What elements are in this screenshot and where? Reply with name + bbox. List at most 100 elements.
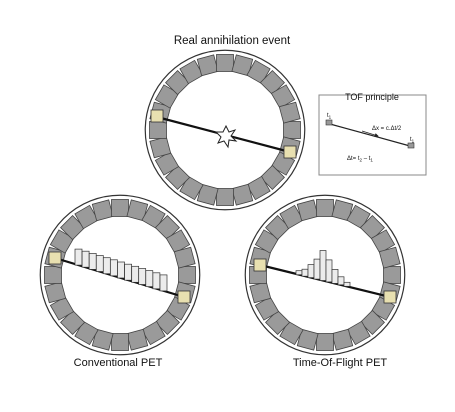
detector-block-icon (149, 136, 172, 159)
detector-block-icon (370, 229, 396, 254)
histogram-bar (74, 248, 83, 266)
detector-block-icon (149, 121, 167, 139)
detector-block-icon (44, 281, 67, 304)
detector-block-icon (126, 328, 149, 351)
detector-block-icon (111, 199, 129, 217)
detector-block-icon (154, 309, 180, 335)
detector-block-icon (179, 59, 204, 85)
detector-block-icon (378, 246, 401, 269)
detector-block-icon (165, 164, 191, 190)
detector-block-icon (91, 328, 114, 351)
histogram-bar (313, 258, 321, 280)
detector-block-icon (331, 328, 354, 351)
detector-block-icon (165, 229, 191, 254)
histogram-bar (138, 268, 147, 285)
conventional-histogram (74, 248, 168, 292)
histogram-bar (295, 270, 303, 276)
detector-block-icon (359, 309, 385, 335)
detector-block-icon (178, 266, 196, 284)
line-of-response-right (259, 263, 391, 299)
detector-block-icon (49, 296, 75, 321)
detector-block-icon (196, 183, 219, 206)
histogram-bar (319, 250, 327, 281)
annihilation-star-icon (214, 124, 238, 149)
histogram-bar (337, 276, 345, 286)
detector-block-icon (111, 333, 129, 351)
detector-block-icon (246, 175, 271, 201)
detector-block-icon (346, 320, 371, 346)
tof-delta-x-label: Δx = c.Δt/2 (372, 126, 402, 132)
detector-block-icon (316, 333, 334, 351)
ring-outline (39, 194, 201, 356)
detector-block-icon (254, 296, 280, 321)
detector-block-icon (265, 215, 291, 241)
histogram-bar (131, 265, 140, 283)
histogram-bar (331, 269, 339, 284)
histogram-bar (145, 270, 154, 287)
tof-t2-label: t1 (410, 137, 415, 144)
diagram-title: Real annihilation event (174, 35, 291, 47)
tof-line (329, 123, 411, 147)
detector-block-icon (331, 199, 354, 222)
detector-block-icon (279, 320, 304, 346)
detector-block-icon (60, 309, 86, 335)
detector-block-icon (278, 101, 301, 124)
detector-block-icon (196, 54, 219, 77)
detector-block-icon (154, 151, 180, 176)
detector-block-icon (259, 70, 285, 96)
detector-block-icon (296, 328, 319, 351)
tof-principle-box: TOF principle t1 t1 Δx = c.Δt/2 Δt= t2 –… (318, 92, 427, 176)
ring-conventional-pet (39, 194, 201, 356)
tof-principle-title: TOF principle (345, 92, 399, 102)
detector-block-icon (154, 84, 180, 109)
detector-block-icon (74, 320, 99, 346)
detector-block-icon (283, 121, 301, 139)
detector-block-icon (154, 215, 180, 241)
detector-block-icon (60, 215, 86, 241)
detector-block-icon (296, 199, 319, 222)
detector-block-icon (249, 281, 272, 304)
histogram-bar (301, 268, 309, 277)
detector-block-icon (216, 54, 234, 72)
histogram-bar (88, 253, 97, 270)
detector-block-icon (346, 204, 371, 230)
tof-histogram (295, 250, 351, 287)
histogram-bar (325, 259, 333, 283)
histogram-bar (152, 272, 161, 290)
detector-block-icon (49, 229, 75, 254)
detector-block-icon (246, 59, 271, 85)
tof-delta-t-label: Δt= t2 – t1 (347, 156, 373, 163)
detector-block-icon (279, 204, 304, 230)
ring-tof-pet (244, 194, 406, 356)
detector-block-icon (259, 164, 285, 190)
ring-real-event (144, 49, 306, 211)
ring-outline (244, 194, 406, 356)
histogram-bar (81, 250, 90, 268)
histogram-bar (102, 257, 111, 275)
histogram-bar (343, 281, 351, 287)
histogram-bar (117, 261, 125, 279)
histogram-bar (307, 264, 315, 278)
tof-detector-right (407, 142, 415, 149)
detector-block-icon (270, 84, 296, 109)
ring-outline (144, 49, 306, 211)
detector-block-icon (165, 70, 191, 96)
detector-block-icon (141, 204, 166, 230)
histogram-bar (110, 259, 118, 277)
tof-t1-label: t1 (327, 113, 332, 120)
histogram-bar (159, 274, 168, 292)
detector-block-icon (231, 54, 254, 77)
histogram-bar (124, 263, 132, 281)
detector-block-icon (126, 199, 149, 222)
detector-block-icon (231, 183, 254, 206)
arrow-icon (361, 130, 379, 137)
detector-block-icon (44, 266, 62, 284)
detector-block-icon (179, 175, 204, 201)
detector-block-icon (383, 266, 401, 284)
label-tof-pet: Time-Of-Flight PET (293, 357, 388, 369)
histogram-bar (95, 255, 104, 272)
detector-block-icon (254, 229, 280, 254)
detector-block-icon (141, 320, 166, 346)
tof-detector-left (325, 119, 333, 126)
